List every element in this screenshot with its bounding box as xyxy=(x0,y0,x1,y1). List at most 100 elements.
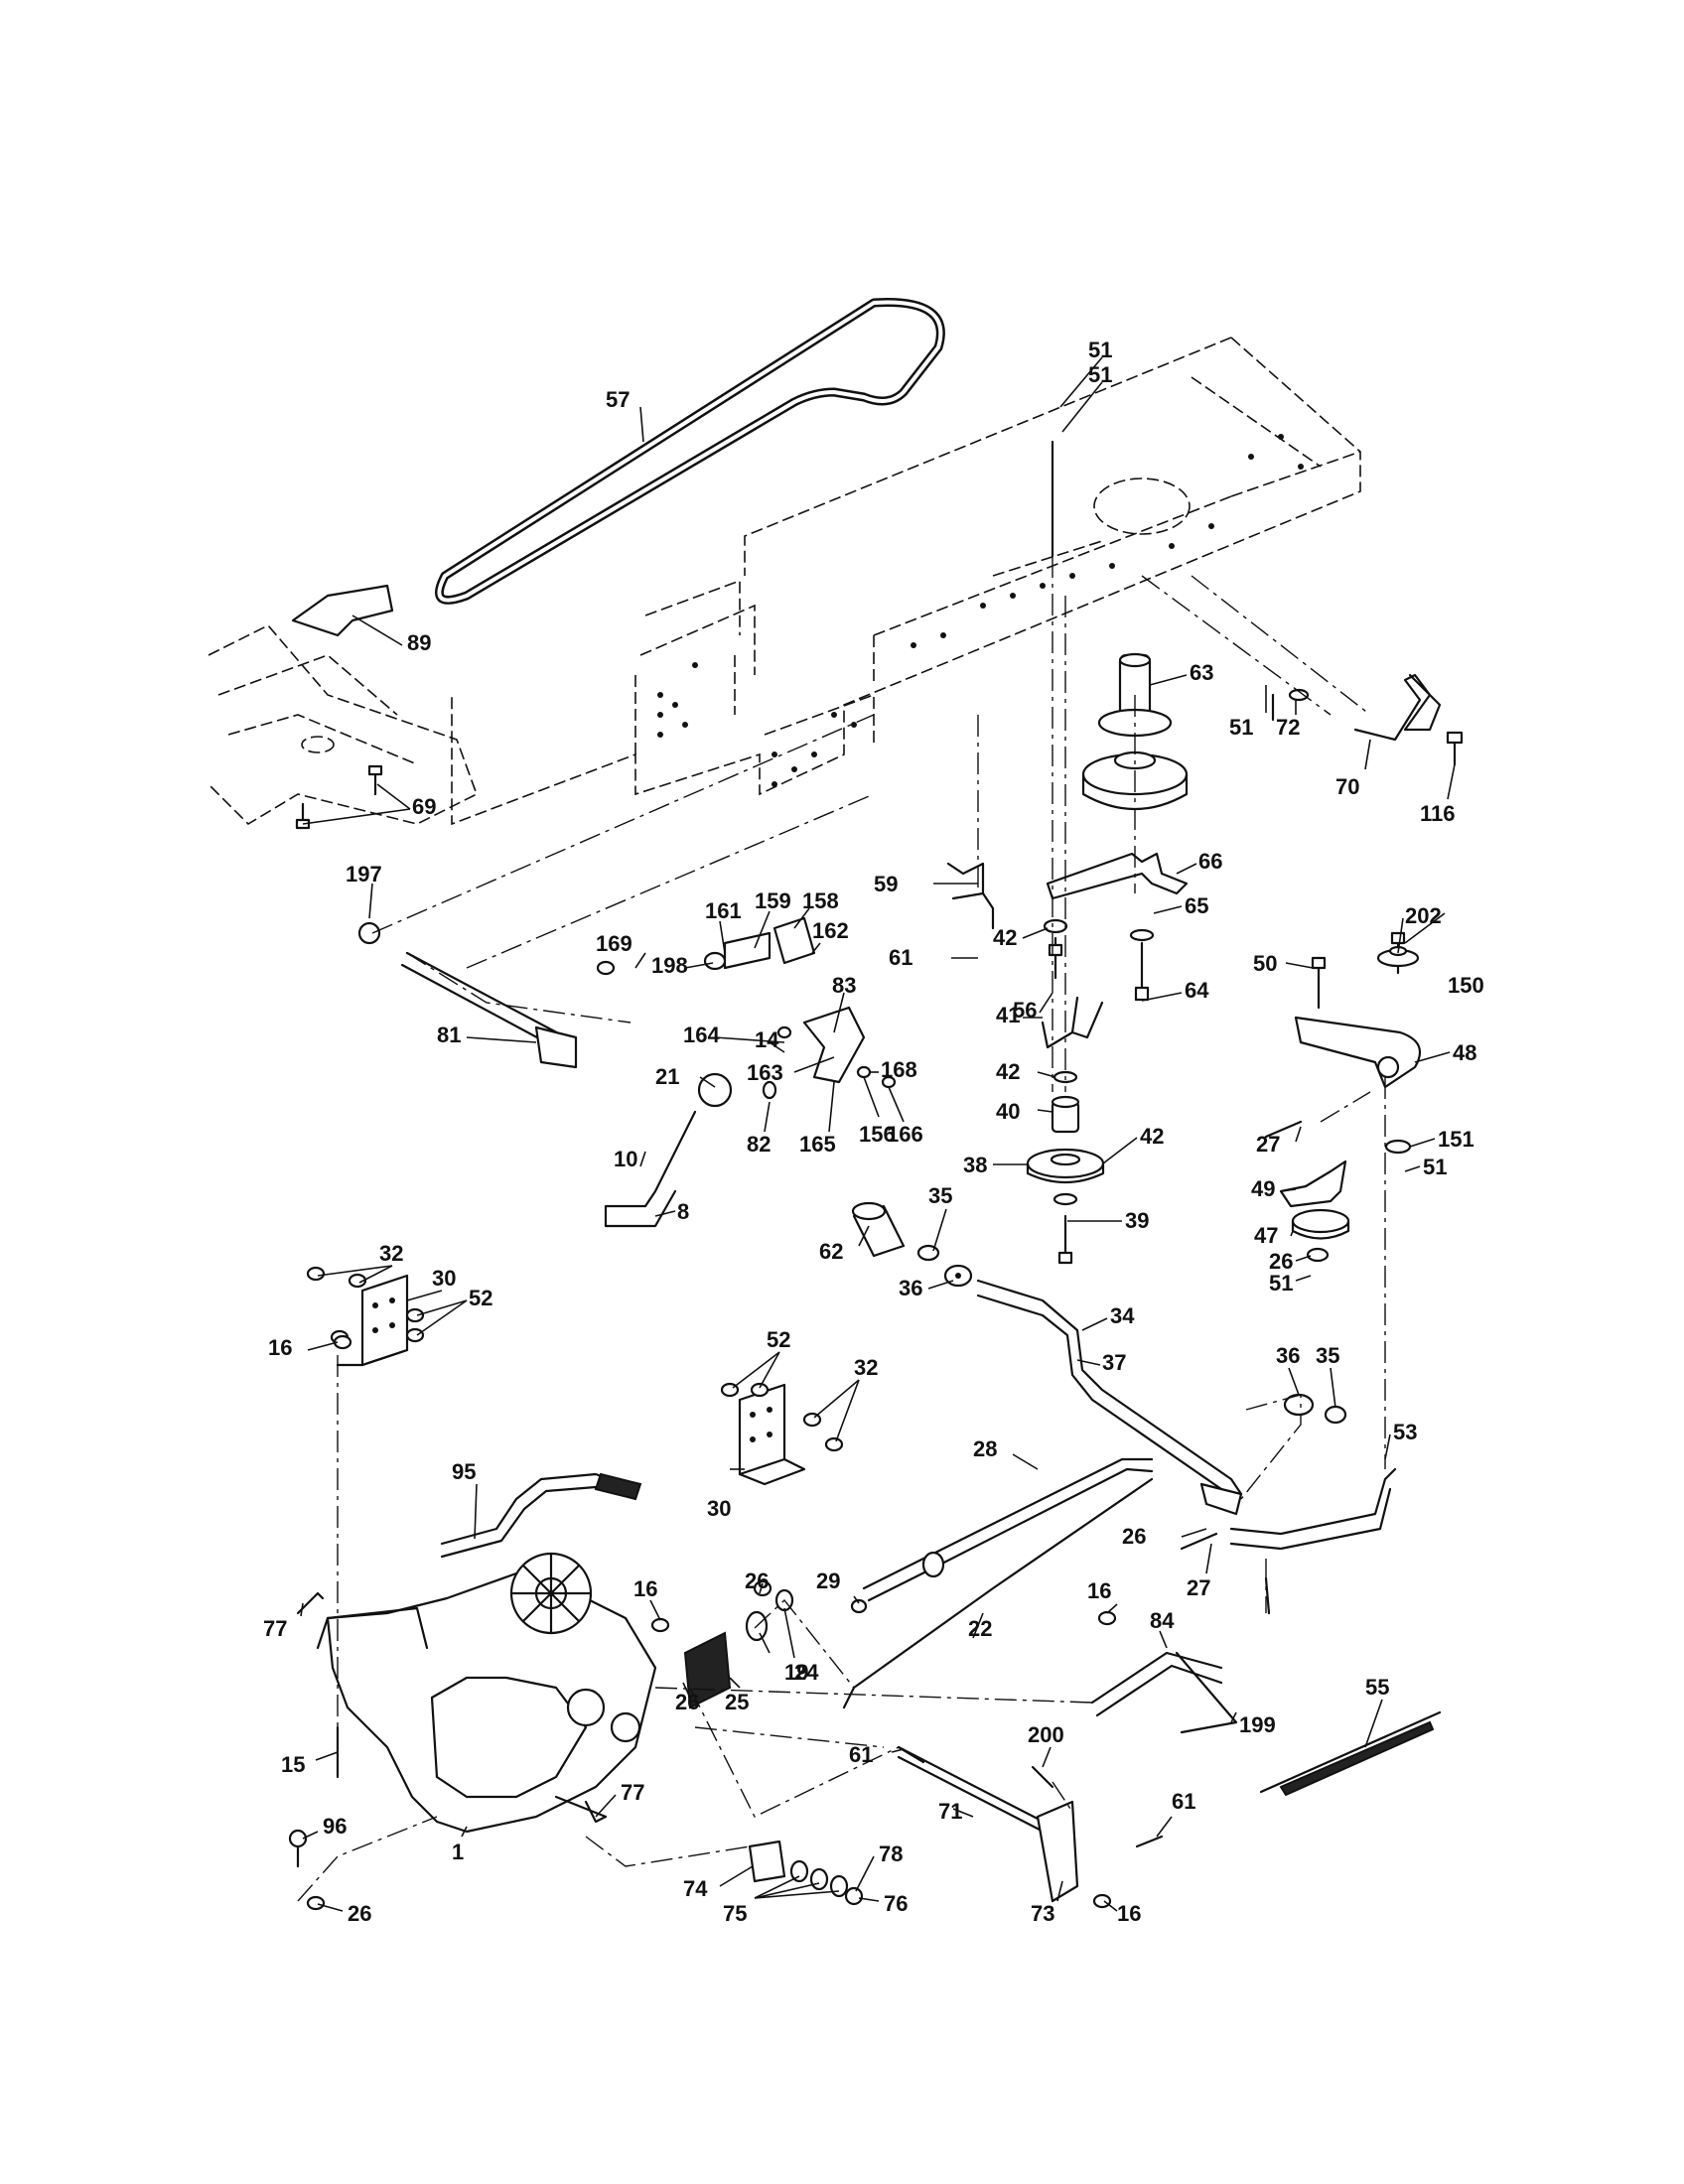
label-26d: 26 xyxy=(675,1690,699,1714)
label-42b: 42 xyxy=(996,1059,1020,1084)
label-24: 24 xyxy=(794,1660,819,1685)
label-1: 1 xyxy=(452,1840,464,1864)
label-26c: 26 xyxy=(745,1569,769,1593)
label-34: 34 xyxy=(1110,1303,1135,1328)
label-61b: 61 xyxy=(849,1742,873,1767)
label-41: 41 xyxy=(996,1003,1020,1027)
label-66: 66 xyxy=(1198,849,1222,874)
label-32a: 32 xyxy=(379,1241,403,1266)
label-166: 166 xyxy=(887,1122,923,1147)
label-26b: 26 xyxy=(1122,1524,1146,1549)
chassis-frame xyxy=(451,337,1361,826)
label-30b: 30 xyxy=(707,1496,731,1521)
label-76: 76 xyxy=(884,1891,908,1916)
idler-arm-48 xyxy=(1294,945,1422,1089)
label-200: 200 xyxy=(1028,1722,1064,1747)
label-38: 38 xyxy=(963,1153,987,1177)
cover-89 xyxy=(291,584,394,637)
label-51e: 51 xyxy=(1269,1271,1293,1296)
label-27b: 27 xyxy=(1187,1575,1210,1600)
label-77b: 77 xyxy=(621,1780,644,1805)
label-27a: 27 xyxy=(1256,1132,1280,1157)
label-16c: 16 xyxy=(1087,1578,1111,1603)
label-161: 161 xyxy=(705,898,742,923)
label-77a: 77 xyxy=(263,1616,287,1641)
label-40: 40 xyxy=(996,1099,1020,1124)
label-30a: 30 xyxy=(432,1266,456,1291)
label-169: 169 xyxy=(596,931,632,956)
alignment-lines xyxy=(297,556,1386,1902)
bracket-30-upper xyxy=(336,1274,409,1367)
label-51c: 51 xyxy=(1229,715,1253,740)
spring-55 xyxy=(1259,1710,1442,1797)
label-59: 59 xyxy=(874,872,898,896)
transaxle xyxy=(316,1552,657,1834)
label-39: 39 xyxy=(1125,1208,1149,1233)
bar-71 xyxy=(897,1745,1079,1903)
label-63: 63 xyxy=(1190,660,1213,685)
leader-lines xyxy=(300,356,1456,1912)
label-158: 158 xyxy=(802,888,839,913)
brake-rod-28 xyxy=(842,1457,1154,1709)
label-56: 56 xyxy=(1013,998,1037,1023)
label-28: 28 xyxy=(973,1436,997,1461)
label-10: 10 xyxy=(614,1147,637,1171)
label-78: 78 xyxy=(879,1842,903,1866)
label-64: 64 xyxy=(1185,978,1209,1003)
rod-81 xyxy=(357,921,578,1069)
rod-95 xyxy=(440,1472,642,1559)
bolts xyxy=(1048,440,1464,1265)
label-162: 162 xyxy=(812,918,849,943)
label-81: 81 xyxy=(437,1023,461,1047)
label-199: 199 xyxy=(1239,1712,1276,1737)
label-73: 73 xyxy=(1031,1901,1054,1926)
label-61a: 61 xyxy=(889,945,912,970)
rod-84 xyxy=(1090,1651,1238,1734)
label-22: 22 xyxy=(968,1616,992,1641)
label-8: 8 xyxy=(677,1199,689,1224)
label-49: 49 xyxy=(1251,1176,1275,1201)
idler-bracket-49 xyxy=(1279,1139,1412,1240)
label-65: 65 xyxy=(1185,893,1208,918)
label-16a: 16 xyxy=(268,1335,292,1360)
label-51d: 51 xyxy=(1423,1155,1447,1179)
rod-53 xyxy=(1229,1467,1397,1536)
label-168: 168 xyxy=(881,1057,917,1082)
label-164: 164 xyxy=(683,1023,720,1047)
label-53: 53 xyxy=(1393,1420,1417,1444)
idler-bracket-66 xyxy=(1046,852,1189,900)
label-37: 37 xyxy=(1102,1350,1126,1375)
label-156: 156 xyxy=(859,1122,896,1147)
shift-rod-34 xyxy=(976,1279,1243,1516)
axle-hardware xyxy=(748,1840,864,1906)
label-96: 96 xyxy=(323,1814,347,1839)
label-36b: 36 xyxy=(1276,1343,1300,1368)
label-72: 72 xyxy=(1276,715,1300,740)
label-70: 70 xyxy=(1335,774,1359,799)
label-14: 14 xyxy=(755,1027,779,1052)
label-25: 25 xyxy=(725,1690,749,1714)
label-35b: 35 xyxy=(1316,1343,1339,1368)
label-74: 74 xyxy=(683,1876,708,1901)
idler-pulley-38 xyxy=(1026,1095,1105,1184)
label-84: 84 xyxy=(1150,1608,1175,1633)
label-89: 89 xyxy=(407,630,431,655)
label-71: 71 xyxy=(938,1799,962,1824)
label-116: 116 xyxy=(1420,801,1456,826)
label-42a: 42 xyxy=(993,925,1017,950)
label-48: 48 xyxy=(1453,1040,1476,1065)
bolt-27 xyxy=(1264,1120,1303,1139)
label-52a: 52 xyxy=(469,1286,492,1310)
front-frame-section xyxy=(208,624,478,826)
label-151: 151 xyxy=(1438,1127,1474,1152)
label-16b: 16 xyxy=(633,1576,657,1601)
bushing-62 xyxy=(851,1201,973,1288)
label-55: 55 xyxy=(1365,1675,1389,1700)
bracket-41 xyxy=(1041,996,1104,1049)
bracket-30-lower xyxy=(738,1383,806,1486)
label-21: 21 xyxy=(655,1064,679,1089)
label-159: 159 xyxy=(755,888,791,913)
label-198: 198 xyxy=(651,953,688,978)
label-163: 163 xyxy=(747,1060,783,1085)
